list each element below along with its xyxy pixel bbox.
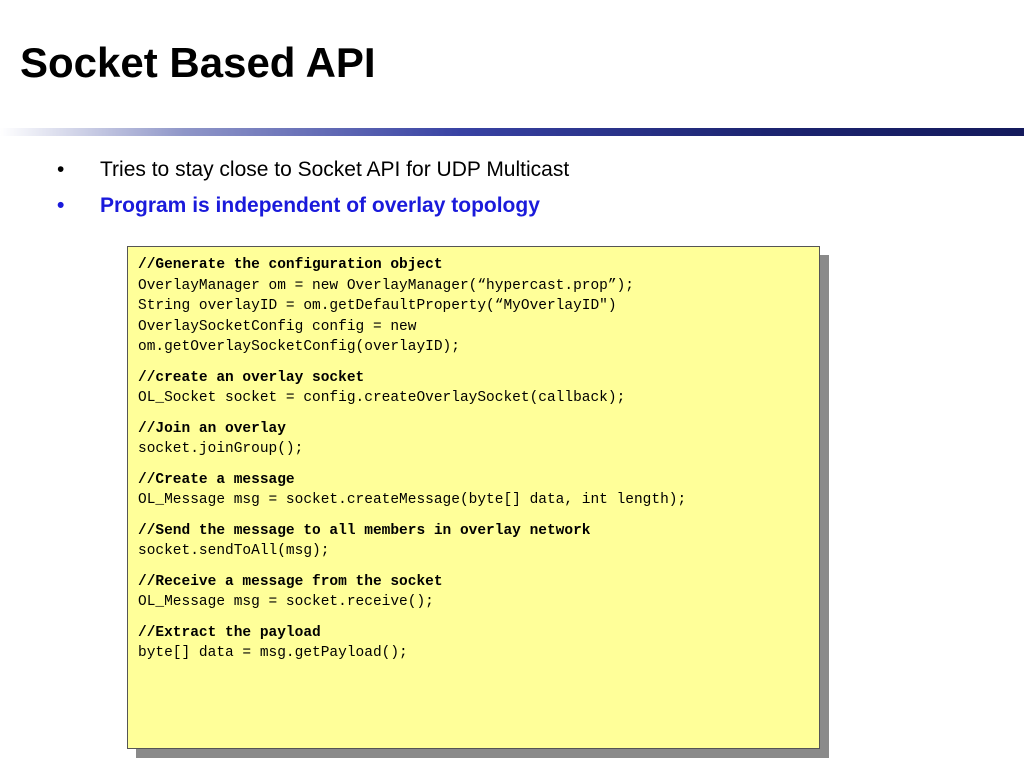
code-line: om.getOverlaySocketConfig(overlayID);: [138, 339, 460, 355]
bullet-marker: •: [57, 194, 65, 217]
code-line: OL_Socket socket = config.createOverlayS…: [138, 390, 626, 406]
code-block-join-overlay: //Join an overlay socket.joinGroup();: [138, 419, 809, 460]
code-line: String overlayID = om.getDefaultProperty…: [138, 298, 617, 314]
bullet-text: Tries to stay close to Socket API for UD…: [100, 158, 570, 181]
title-rule: [0, 128, 1024, 136]
code-comment: //Receive a message from the socket: [138, 573, 443, 590]
code-block-send-message: //Send the message to all members in ove…: [138, 521, 809, 562]
code-line: socket.sendToAll(msg);: [138, 543, 330, 559]
code-line: OL_Message msg = socket.createMessage(by…: [138, 492, 687, 508]
code-block-extract-payload: //Extract the payload byte[] data = msg.…: [138, 623, 809, 664]
code-block-receive-message: //Receive a message from the socket OL_M…: [138, 572, 809, 613]
code-comment: //create an overlay socket: [138, 369, 365, 386]
code-comment: //Create a message: [138, 471, 295, 488]
slide-title: Socket Based API: [20, 39, 376, 86]
code-comment: //Extract the payload: [138, 624, 321, 641]
code-block-create-message: //Create a message OL_Message msg = sock…: [138, 470, 809, 511]
code-comment: //Generate the configuration object: [138, 257, 443, 273]
bullet-list: • Tries to stay close to Socket API for …: [57, 152, 569, 224]
code-comment: //Send the message to all members in ove…: [138, 522, 591, 539]
code-line: OverlayManager om = new OverlayManager(“…: [138, 277, 634, 294]
code-line: socket.joinGroup();: [138, 441, 304, 457]
code-line: OverlaySocketConfig config = new: [138, 318, 417, 335]
code-line: byte[] data = msg.getPayload();: [138, 645, 408, 661]
bullet-item-emphasized: • Program is independent of overlay topo…: [57, 188, 569, 224]
bullet-text: Program is independent of overlay topolo…: [100, 194, 540, 217]
bullet-marker: •: [57, 158, 65, 181]
code-box: //Generate the configuration object Over…: [127, 246, 820, 749]
code-block-create-socket: //create an overlay socket OL_Socket soc…: [138, 368, 809, 409]
bullet-item: • Tries to stay close to Socket API for …: [57, 152, 569, 188]
code-line: OL_Message msg = socket.receive();: [138, 594, 434, 610]
code-block-generate-config: //Generate the configuration object Over…: [138, 255, 809, 358]
code-comment: //Join an overlay: [138, 420, 286, 437]
